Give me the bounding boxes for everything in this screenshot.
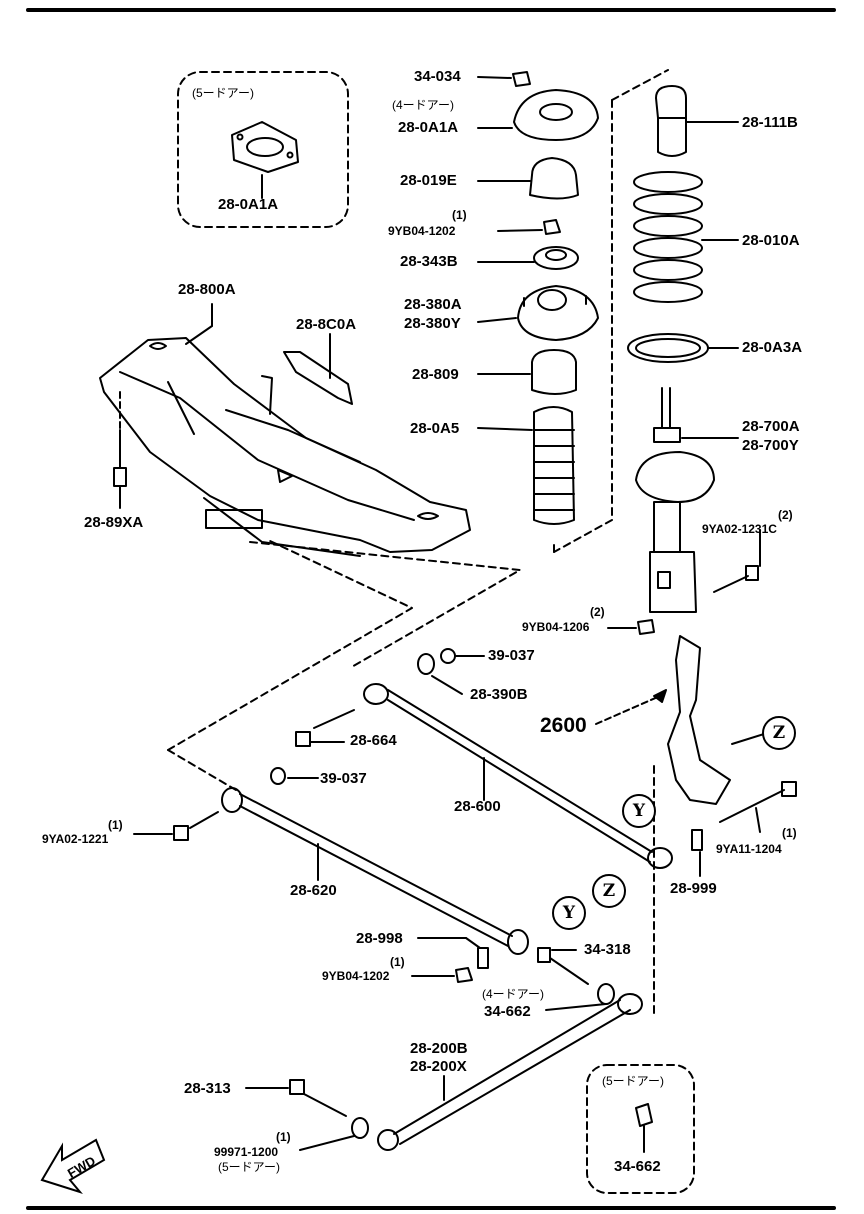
bracket-8C0A (283, 351, 353, 405)
label-28-0A5[interactable]: 28-0A5 (410, 420, 460, 437)
label-9YA02-1221[interactable]: 9YA02-1221 (42, 832, 109, 846)
label-28-0A3A[interactable]: 28-0A3A (742, 339, 803, 356)
label-9YB04-1202-a[interactable]: 9YB04-1202 (388, 224, 456, 238)
note-5door-washer: (5ードアー) (218, 1160, 280, 1174)
qty-9YA02-1231C: (2) (778, 508, 793, 522)
knuckle-2600 (667, 635, 731, 805)
label-28-700A[interactable]: 28-700A (742, 418, 800, 435)
label-9YB04-1202-b[interactable]: 9YB04-1202 (322, 969, 390, 983)
note-4door-bottom: (4ードアー) (482, 987, 544, 1001)
label-28-010A[interactable]: 28-010A (742, 232, 800, 249)
inset-box-5door-top (177, 71, 349, 228)
label-28-019E[interactable]: 28-019E (400, 172, 457, 189)
qty-9YB04-1202-b: (1) (390, 955, 405, 969)
note-5door-top: (5ードアー) (192, 86, 254, 100)
note-5door-bottom: (5ードアー) (602, 1074, 664, 1088)
mount-380A (517, 285, 599, 341)
label-28-0A1A-inset[interactable]: 28-0A1A (218, 196, 279, 213)
nut-34-034 (512, 71, 531, 87)
label-28-8C0A[interactable]: 28-8C0A (296, 316, 357, 333)
label-2600[interactable]: 2600 (540, 714, 587, 737)
label-28-600[interactable]: 28-600 (454, 798, 501, 815)
label-28-89XA[interactable]: 28-89XA (84, 514, 144, 531)
label-28-620[interactable]: 28-620 (290, 882, 337, 899)
label-34-318[interactable]: 34-318 (584, 941, 631, 958)
label-39-037-b[interactable]: 39-037 (320, 770, 367, 787)
mount-plate-top (513, 89, 599, 141)
label-28-380A[interactable]: 28-380A (404, 296, 462, 313)
label-28-313[interactable]: 28-313 (184, 1080, 231, 1097)
qty-99971-1200: (1) (276, 1130, 291, 1144)
label-28-343B[interactable]: 28-343B (400, 253, 458, 270)
coil-spring-010A (633, 171, 703, 303)
label-28-800A[interactable]: 28-800A (178, 281, 236, 298)
label-28-998[interactable]: 28-998 (356, 930, 403, 947)
callout-y-lower[interactable]: Y (552, 896, 586, 930)
gasket-plate (231, 121, 299, 173)
crossmember-800A (99, 337, 471, 557)
qty-9YB04-1206: (2) (590, 605, 605, 619)
label-34-662-a[interactable]: 34-662 (484, 1003, 531, 1020)
nut-9YB04-1206 (637, 619, 655, 635)
nut-9YB04-1202-top (543, 219, 561, 235)
shock-absorber-700A (635, 387, 715, 613)
label-9YA11-1204[interactable]: 9YA11-1204 (716, 842, 782, 856)
callout-y-upper[interactable]: Y (622, 794, 656, 828)
label-28-200X[interactable]: 28-200X (410, 1058, 467, 1075)
label-28-999[interactable]: 28-999 (670, 880, 717, 897)
qty-9YB04-1202-a: (1) (452, 208, 467, 222)
dust-boot-0A5 (533, 406, 575, 525)
label-9YA02-1231C[interactable]: 9YA02-1231C (702, 522, 777, 536)
note-4door-top: (4ードアー) (392, 98, 454, 112)
inset-box-5door-bottom (586, 1064, 695, 1194)
qty-9YA11-1204: (1) (782, 826, 797, 840)
label-28-809[interactable]: 28-809 (412, 366, 459, 383)
fwd-arrow (40, 1138, 106, 1194)
bump-stop-019E (529, 157, 579, 200)
label-28-664[interactable]: 28-664 (350, 732, 397, 749)
lateral-link-620 (221, 787, 529, 955)
label-28-200B[interactable]: 28-200B (410, 1040, 468, 1057)
label-99971-1200[interactable]: 99971-1200 (214, 1145, 279, 1159)
label-34-662-b[interactable]: 34-662 (614, 1158, 661, 1175)
label-28-380Y[interactable]: 28-380Y (404, 315, 461, 332)
bump-809 (531, 349, 577, 395)
label-28-111B[interactable]: 28-111B (742, 114, 798, 131)
label-39-037-a[interactable]: 39-037 (488, 647, 535, 664)
bearing-343B (533, 246, 579, 270)
bump-stop-111B (655, 85, 687, 119)
qty-9YA02-1221: (1) (108, 818, 123, 832)
label-9YB04-1206[interactable]: 9YB04-1206 (522, 620, 590, 634)
callout-z-upper[interactable]: Z (762, 716, 796, 750)
label-28-0A1A-top[interactable]: 28-0A1A (398, 119, 459, 136)
label-28-700Y[interactable]: 28-700Y (742, 437, 799, 454)
lateral-link-600 (363, 683, 673, 869)
label-34-034[interactable]: 34-034 (414, 68, 461, 85)
callout-z-lower[interactable]: Z (592, 874, 626, 908)
label-28-390B[interactable]: 28-390B (470, 686, 528, 703)
